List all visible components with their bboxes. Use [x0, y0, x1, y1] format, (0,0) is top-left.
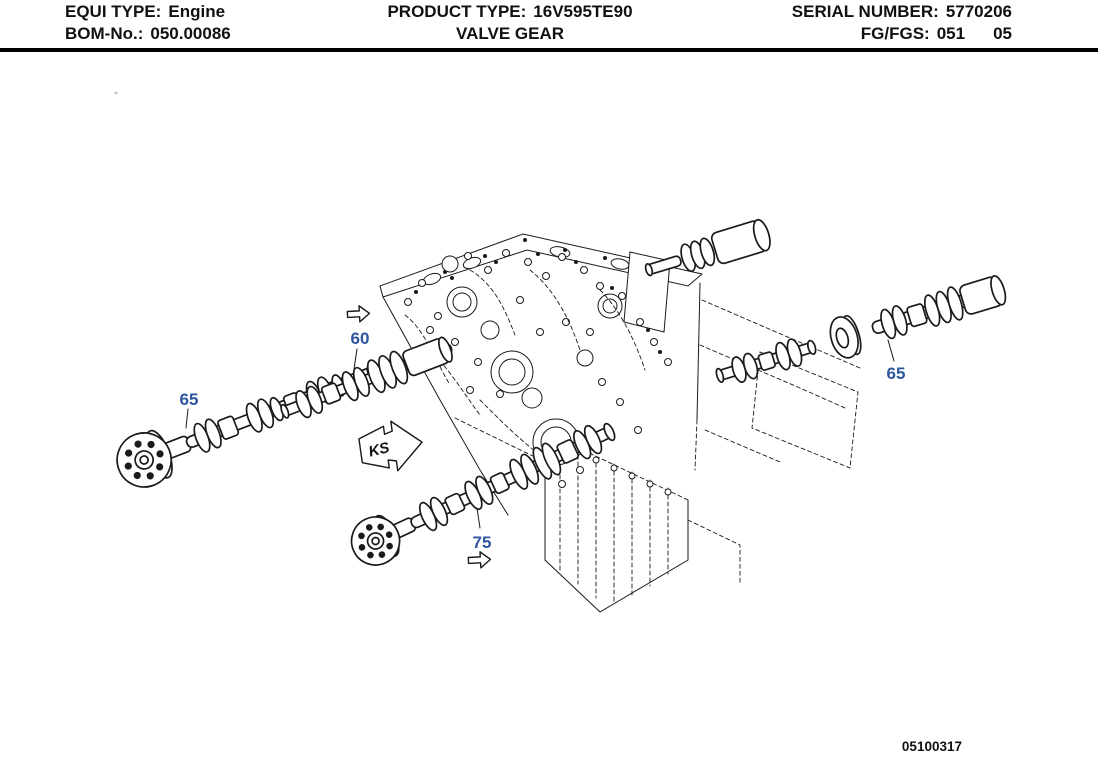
callout-75-pointer-icon: [467, 551, 492, 569]
header-center-column: PRODUCT TYPE: 16V595TE90 VALVE GEAR: [310, 1, 710, 45]
serial-row: SERIAL NUMBER: 5770206: [792, 1, 1012, 23]
bom-label: BOM-No.:: [65, 24, 144, 43]
header-left-column: EQUI TYPE: Engine BOM-No.: 050.00086: [65, 1, 231, 45]
header-right-column: SERIAL NUMBER: 5770206 FG/FGS: 051 05: [792, 1, 1012, 45]
camshaft-bottom-75: [350, 422, 616, 566]
callout-65-left-label[interactable]: 65: [180, 390, 199, 409]
scan-artifact-dot: [114, 91, 118, 95]
product-type-label: PRODUCT TYPE:: [387, 2, 527, 21]
ks-direction-arrow: KS: [358, 420, 423, 472]
fgs-value: 05: [993, 24, 1012, 43]
product-type-row: PRODUCT TYPE: 16V595TE90: [310, 1, 710, 23]
equi-type-value: Engine: [168, 2, 226, 21]
callout-60-label[interactable]: 60: [351, 329, 370, 348]
serial-value: 5770206: [945, 2, 1012, 21]
page-title: VALVE GEAR: [456, 24, 564, 43]
callout-60[interactable]: 60: [346, 305, 371, 370]
camshaft-right-65: [715, 275, 1007, 384]
fg-fgs-label: FG/FGS:: [860, 24, 930, 43]
bom-row: BOM-No.: 050.00086: [65, 23, 231, 45]
callout-65-right-leader-line: [887, 339, 895, 362]
product-type-value: 16V595TE90: [533, 2, 633, 21]
figure-number: 05100317: [902, 739, 962, 754]
callout-65-left-leader-line: [185, 408, 189, 429]
callout-65-left[interactable]: 65: [180, 390, 199, 429]
bom-value: 050.00086: [150, 24, 231, 43]
callout-75[interactable]: 75: [467, 507, 492, 569]
equi-type-label: EQUI TYPE:: [65, 2, 162, 21]
engine-block: [379, 233, 861, 613]
callout-75-label[interactable]: 75: [473, 533, 492, 552]
camshaft-upper-60: [280, 336, 453, 419]
ks-arrow-label: KS: [367, 439, 391, 461]
serial-label: SERIAL NUMBER:: [791, 2, 939, 21]
callout-65-right-label[interactable]: 65: [887, 364, 906, 383]
callout-65-right[interactable]: 65: [887, 339, 906, 383]
fg-fgs-row: FG/FGS: 051 05: [792, 23, 1012, 45]
camshaft-left-65: [116, 364, 378, 488]
ks-arrow-icon: [358, 420, 423, 472]
callout-60-pointer-icon: [346, 305, 371, 323]
page-header: EQUI TYPE: Engine BOM-No.: 050.00086 PRODU…: [0, 0, 1098, 52]
equi-type-row: EQUI TYPE: Engine: [65, 1, 231, 23]
fg-value: 051: [936, 24, 966, 43]
callout-60-leader-line: [353, 348, 358, 370]
callout-75-leader-line: [476, 507, 481, 529]
camshaft-end-top-right: [644, 218, 771, 277]
header-divider: [0, 48, 1098, 52]
